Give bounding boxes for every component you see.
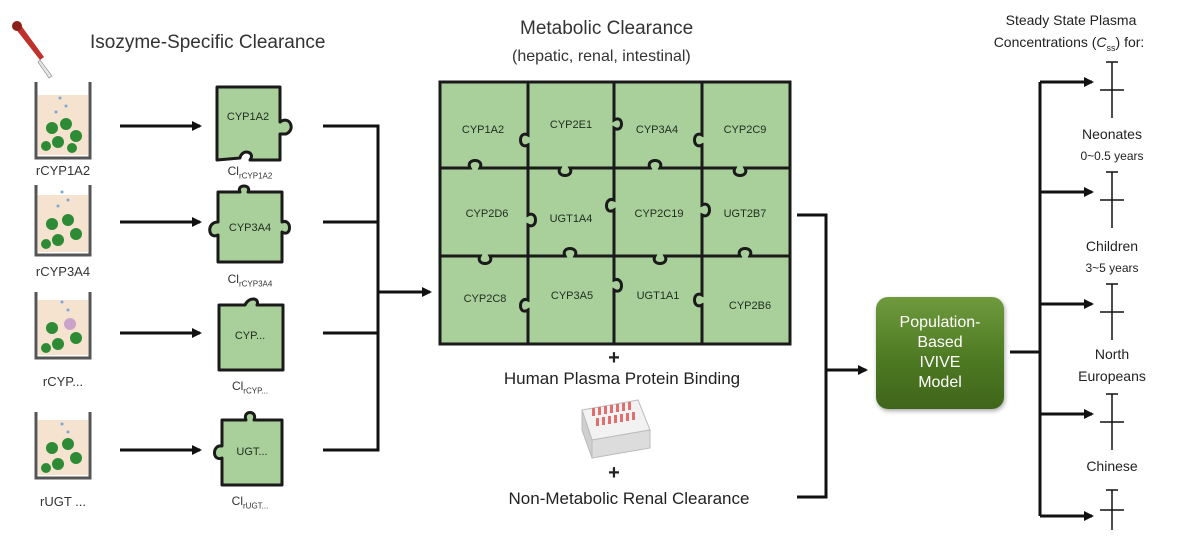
piece-label-4: UGT...: [236, 446, 268, 458]
cl-main-2: Cl: [227, 272, 239, 286]
pipette-icon: [12, 21, 53, 79]
well-icon-4: [34, 412, 92, 480]
grid-hline-1: [440, 159, 790, 177]
ivive-model-box: Population- Based IVIVE Model: [876, 297, 1004, 409]
connector-renal-out: [797, 370, 828, 499]
grid-cell-r2c3: CYP2C19: [634, 208, 684, 220]
well-icon-1: [34, 82, 92, 160]
cross-mark-1: [1100, 61, 1124, 118]
cross-mark-3: [1100, 283, 1124, 340]
well-label-2: rCYP3A4: [35, 264, 91, 279]
population-neonates: Neonates: [1082, 126, 1142, 142]
cl-label-4: ClrUGT...: [200, 494, 300, 510]
model-line-3: IVIVE: [919, 354, 961, 371]
output-title-line2: Concentrations (Css) for:: [964, 34, 1174, 53]
population-children-detail: 3~5 years: [1085, 261, 1139, 275]
output-title-suffix: ) for:: [1115, 34, 1145, 50]
cross-mark-5: [1100, 489, 1124, 530]
grid-cell-r2c2: UGT1A4: [549, 213, 593, 225]
model-line-1: Population-: [899, 314, 981, 331]
plate-icon: [581, 399, 651, 459]
connector-1: [323, 124, 380, 452]
puzzle-piece-1: [215, 85, 293, 162]
grid-cell-r3c3: UGT1A1: [636, 290, 680, 302]
grid-cell-r1c4: CYP2C9: [723, 124, 767, 136]
cross-mark-2: [1100, 171, 1124, 228]
grid-cell-r2c4: UGT2B7: [723, 208, 767, 220]
plus-sign-2: +: [608, 462, 620, 484]
cl-sub-2: rCYP3A4: [238, 279, 273, 289]
grid-cell-r2c1: CYP2D6: [465, 208, 509, 220]
cl-main-3: Cl: [231, 379, 244, 393]
well-label-4: rUGT ...: [40, 494, 86, 509]
grid-cell-r3c2: CYP3A5: [550, 290, 594, 302]
isozyme-title: Isozyme-Specific Clearance: [90, 32, 326, 53]
metabolic-title: Metabolic Clearance: [520, 18, 694, 39]
metabolic-subtitle: (hepatic, renal, intestinal): [512, 48, 691, 65]
grid-hline-2: [440, 247, 790, 265]
output-title-prefix: Concentrations (: [993, 34, 1097, 50]
well-label-1: rCYP1A2: [35, 163, 91, 178]
model-line-4: Model: [918, 374, 962, 391]
population-north: North: [1094, 346, 1130, 362]
cl-label-2: ClrCYP3A4: [200, 272, 300, 288]
cl-sub-4: rUGT...: [243, 501, 269, 511]
well-label-3: rCYP...: [42, 374, 84, 389]
cl-main-4: Cl: [231, 494, 243, 508]
grid-cell-r1c2: CYP2E1: [549, 119, 593, 131]
population-chinese: Chinese: [1086, 458, 1138, 474]
piece-label-1: CYP1A2: [226, 111, 270, 123]
puzzle-piece-3: [217, 297, 285, 372]
cl-sub-1: rCYP1A2: [238, 171, 273, 181]
well-icon-2: [34, 185, 92, 257]
plus-sign-1: +: [608, 347, 620, 369]
css-symbol-sub: ss: [1106, 42, 1116, 53]
puzzle-piece-4: [213, 411, 284, 487]
grid-cell-r3c1: CYP2C8: [463, 293, 507, 305]
grid-vline-3: [693, 82, 711, 344]
output-title-line1: Steady State Plasma: [1005, 12, 1137, 28]
grid-vline-1: [519, 82, 537, 344]
cross-mark-4: [1100, 393, 1124, 450]
grid-cell-r1c3: CYP3A4: [635, 124, 679, 136]
renal-clearance-label: Non-Metabolic Renal Clearance: [508, 489, 750, 508]
cl-label-1: ClrCYP1A2: [200, 164, 300, 180]
cl-main-1: Cl: [227, 164, 239, 178]
connector-grid-out: [797, 213, 828, 370]
css-symbol: C: [1096, 34, 1107, 50]
population-children: Children: [1085, 238, 1139, 254]
cl-label-3: ClrCYP...: [200, 379, 300, 395]
grid-cell-r3c4: CYP2B6: [728, 300, 772, 312]
protein-binding-label: Human Plasma Protein Binding: [503, 369, 741, 388]
population-europeans: Europeans: [1078, 368, 1146, 384]
grid-cell-r1c1: CYP1A2: [461, 124, 505, 136]
grid-vline-2: [605, 82, 623, 344]
piece-label-2: CYP3A4: [228, 222, 272, 234]
well-icon-3: [34, 292, 92, 360]
population-neonates-detail: 0~0.5 years: [1080, 149, 1144, 163]
piece-label-3: CYP...: [234, 330, 266, 342]
model-line-2: Based: [917, 334, 963, 351]
cl-sub-3: rCYP...: [243, 386, 269, 396]
puzzle-piece-2: [208, 184, 291, 264]
